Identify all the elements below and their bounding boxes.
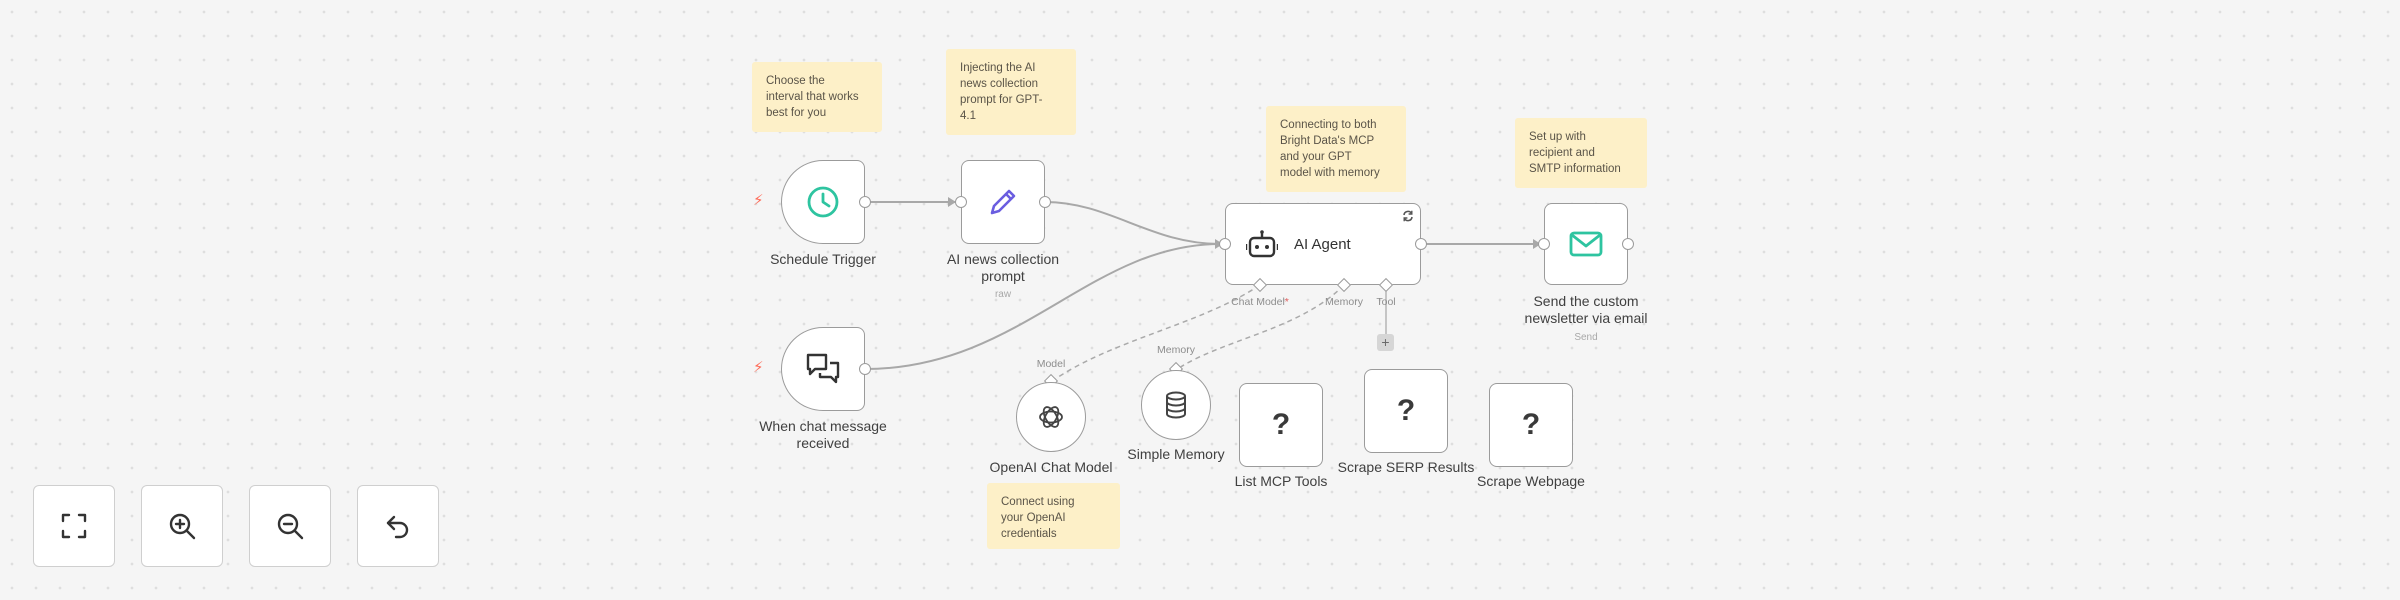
simple-memory-label: Simple Memory bbox=[1127, 446, 1225, 462]
output-port[interactable] bbox=[1622, 238, 1634, 250]
list-mcp-tools-label: List MCP Tools bbox=[1234, 473, 1328, 489]
tool-handle-label: Tool bbox=[1376, 296, 1396, 308]
fullscreen-icon bbox=[61, 513, 87, 539]
sticky-note-email[interactable]: Set up with recipient and SMTP informati… bbox=[1515, 118, 1647, 188]
unknown-node-icon: ? bbox=[1396, 394, 1416, 427]
simple-memory-node[interactable] bbox=[1141, 370, 1211, 440]
ai-agent-title: AI Agent bbox=[1294, 235, 1351, 253]
connection-prompt-to-agent bbox=[1044, 201, 1221, 245]
chat-model-handle-label: Chat Model* bbox=[1231, 296, 1289, 308]
scrape-serp-results-node[interactable]: ? bbox=[1364, 369, 1448, 453]
refresh-icon bbox=[1403, 210, 1413, 222]
clock-icon bbox=[807, 186, 839, 218]
prompt-node[interactable] bbox=[961, 160, 1045, 244]
trigger-bolt-icon: ⚡ bbox=[753, 359, 764, 376]
chat-icon bbox=[806, 353, 840, 384]
ai-agent-node[interactable]: AI Agent bbox=[1225, 203, 1421, 285]
openai-icon bbox=[1039, 406, 1063, 428]
trigger-bolt-icon: ⚡ bbox=[753, 192, 764, 209]
arrowhead bbox=[948, 197, 956, 207]
scrape-webpage-label: Scrape Webpage bbox=[1477, 473, 1585, 489]
output-port[interactable] bbox=[859, 363, 871, 375]
scrape-webpage-node[interactable]: ? bbox=[1489, 383, 1573, 467]
sticky-note-agent[interactable]: Connecting to both Bright Data's MCP and… bbox=[1266, 106, 1406, 192]
robot-icon bbox=[1246, 230, 1278, 258]
sticky-note-openai[interactable]: Connect using your OpenAI credentials bbox=[987, 483, 1120, 549]
envelope-icon bbox=[1569, 231, 1603, 257]
memory-handle-label: Memory bbox=[1325, 296, 1363, 308]
input-port[interactable] bbox=[955, 196, 967, 208]
prompt-sublabel: raw bbox=[994, 289, 1012, 300]
arrowhead bbox=[1533, 239, 1541, 249]
fit-view-button[interactable] bbox=[33, 485, 115, 567]
sticky-note-prompt[interactable]: Injecting the AI news collection prompt … bbox=[946, 49, 1076, 135]
openai-chat-model-label: OpenAI Chat Model bbox=[989, 459, 1113, 475]
database-icon bbox=[1166, 391, 1186, 419]
zoom-out-button[interactable] bbox=[249, 485, 331, 567]
list-mcp-tools-node[interactable]: ? bbox=[1239, 383, 1323, 467]
undo-icon bbox=[386, 515, 409, 539]
email-node[interactable] bbox=[1544, 203, 1628, 285]
openai-chat-model-node[interactable] bbox=[1016, 382, 1086, 452]
chat-trigger-label: When chat message received bbox=[759, 418, 887, 451]
output-port[interactable] bbox=[1415, 238, 1427, 250]
zoom-in-icon bbox=[169, 513, 196, 540]
email-label: Send the custom newsletter via email bbox=[1524, 293, 1648, 326]
email-sublabel: Send bbox=[1574, 332, 1598, 343]
unknown-node-icon: ? bbox=[1521, 408, 1541, 441]
input-port[interactable] bbox=[1219, 238, 1231, 250]
scrape-serp-results-label: Scrape SERP Results bbox=[1337, 459, 1475, 475]
prompt-label: AI news collection prompt bbox=[946, 251, 1060, 284]
unknown-node-icon: ? bbox=[1271, 408, 1291, 441]
schedule-trigger-label: Schedule Trigger bbox=[770, 251, 876, 267]
memory-node-handle-label: Memory bbox=[1157, 344, 1195, 356]
input-port[interactable] bbox=[1538, 238, 1550, 250]
connection-openai-to-agent bbox=[1050, 284, 1261, 383]
model-handle-label: Model bbox=[1036, 358, 1066, 370]
sticky-note-schedule[interactable]: Choose the interval that works best for … bbox=[752, 62, 882, 132]
output-port[interactable] bbox=[1039, 196, 1051, 208]
schedule-trigger-node[interactable] bbox=[781, 160, 865, 244]
pencil-icon bbox=[990, 189, 1016, 215]
connection-chat-to-agent bbox=[864, 243, 1221, 370]
zoom-out-icon bbox=[277, 513, 304, 540]
output-port[interactable] bbox=[859, 196, 871, 208]
add-tool-button[interactable]: + bbox=[1377, 334, 1394, 351]
reset-zoom-button[interactable] bbox=[357, 485, 439, 567]
zoom-in-button[interactable] bbox=[141, 485, 223, 567]
chat-trigger-node[interactable] bbox=[781, 327, 865, 411]
